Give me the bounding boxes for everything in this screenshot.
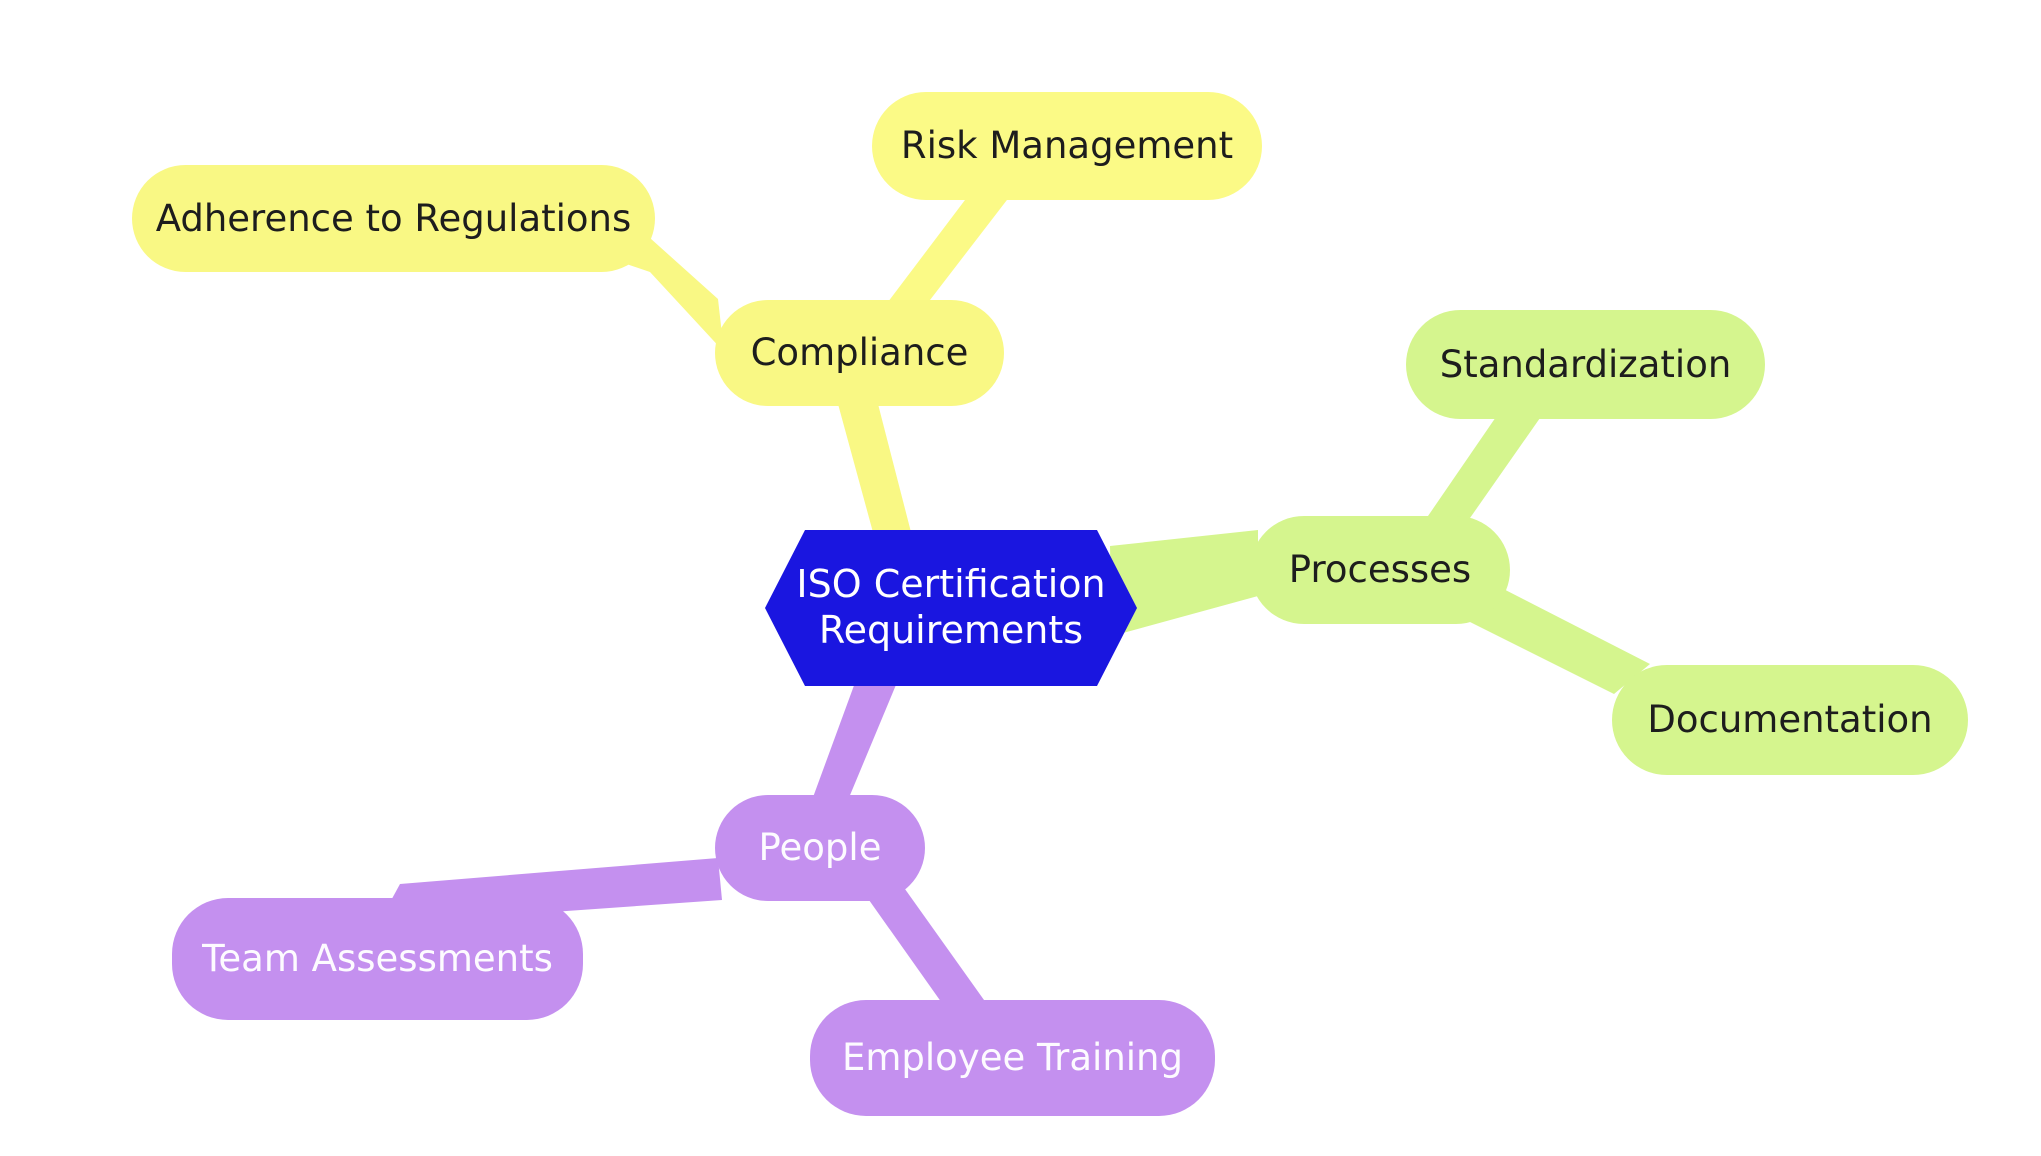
branch-node-compliance[interactable]: Compliance <box>715 300 1004 406</box>
leaf-node-risk-management[interactable]: Risk Management <box>872 92 1262 200</box>
leaf-node-standardization[interactable]: Standardization <box>1406 310 1765 419</box>
leaf-node-employee-training[interactable]: Employee Training <box>810 1000 1215 1116</box>
connector-compliance-risk <box>888 196 1010 302</box>
connector-root-processes <box>1110 530 1258 636</box>
hexagon-shape <box>765 530 1137 686</box>
leaf-node-documentation[interactable]: Documentation <box>1612 665 1968 775</box>
connector-root-people <box>812 680 898 800</box>
connector-root-compliance <box>838 404 912 536</box>
branch-node-processes[interactable]: Processes <box>1250 516 1510 624</box>
connector-people-training <box>852 868 984 1006</box>
leaf-node-adherence-to-regulations[interactable]: Adherence to Regulations <box>132 165 655 272</box>
leaf-node-team-assessments[interactable]: Team Assessments <box>172 898 583 1020</box>
root-node[interactable]: ISO Certification Requirements <box>765 530 1137 686</box>
root-node-label: ISO Certification Requirements <box>796 562 1106 652</box>
connector-processes-standard <box>1428 414 1540 518</box>
connector-processes-document <box>1450 576 1650 694</box>
branch-node-people[interactable]: People <box>715 795 925 901</box>
